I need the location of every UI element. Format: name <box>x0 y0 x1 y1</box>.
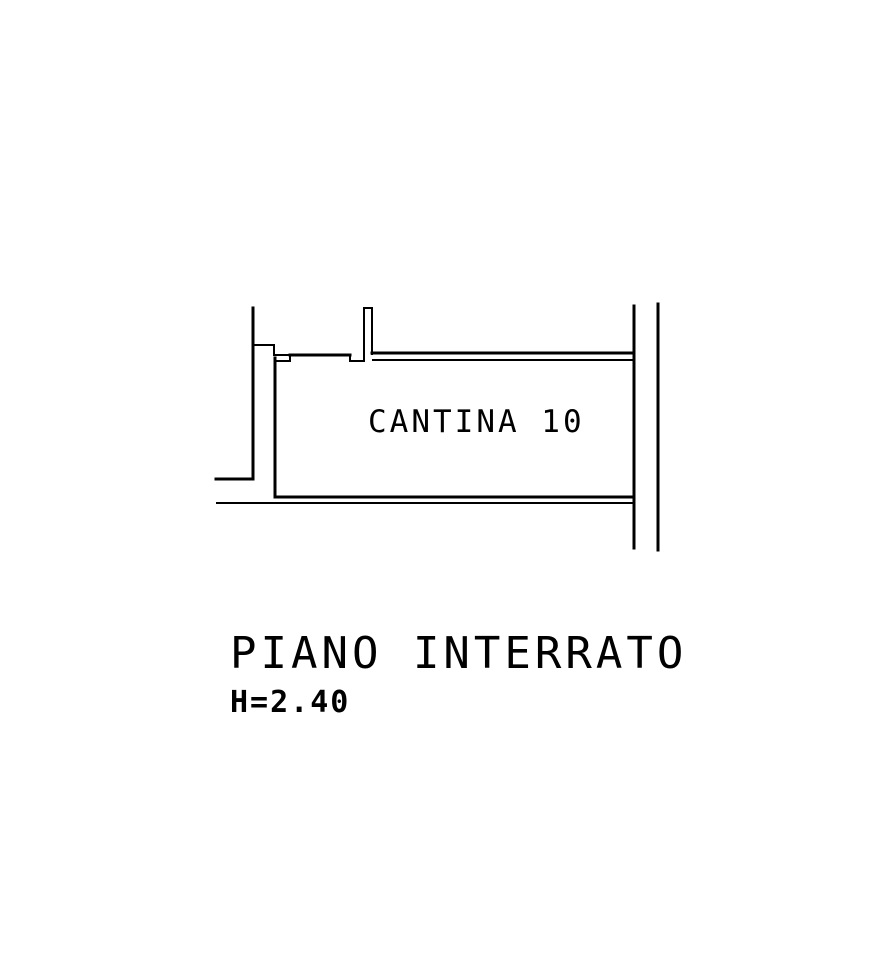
left-outer-wall <box>214 306 255 481</box>
room-label: CANTINA 10 <box>368 404 585 440</box>
floor-height-label: H=2.40 <box>230 685 350 720</box>
left-wall-notch <box>253 344 291 362</box>
floor-name-label: PIANO INTERRATO <box>230 628 687 679</box>
door-jamb <box>349 307 373 362</box>
